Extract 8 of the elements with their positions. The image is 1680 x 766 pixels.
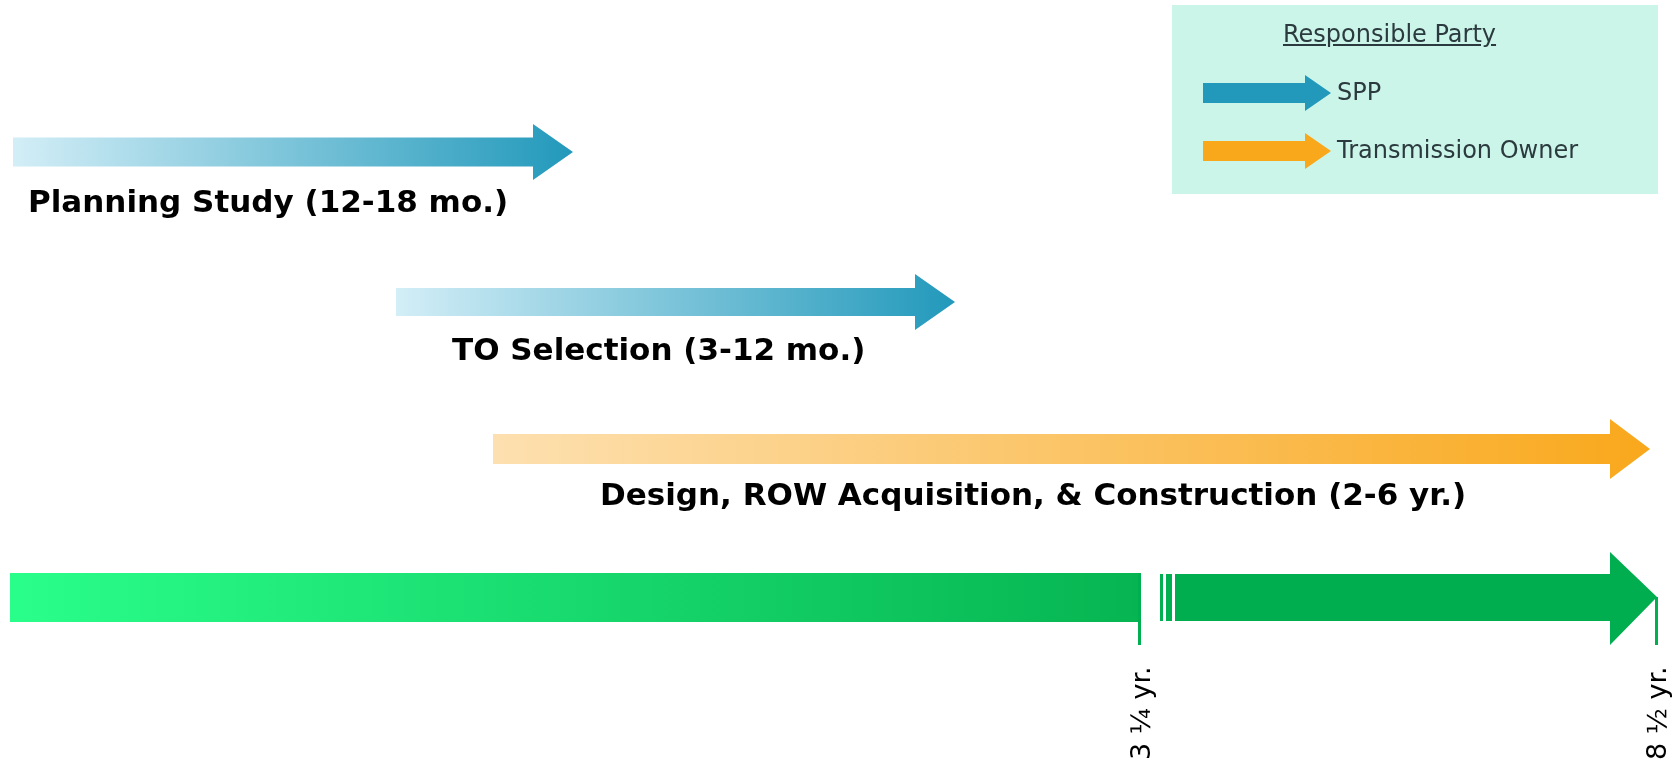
time-tick-label: 8 ½ yr. [1643,666,1670,760]
phase-label: Design, ROW Acquisition, & Construction (2-6 yr.) [600,479,1467,510]
legend-label: Transmission Owner [1337,138,1579,162]
legend-title: Responsible Party [1283,20,1497,48]
phase-label: TO Selection (3-12 mo.) [452,334,866,365]
legend-label: SPP [1337,80,1382,104]
time-tick-label: 3 ¼ yr. [1127,666,1154,760]
phase-label: Planning Study (12-18 mo.) [28,186,509,217]
